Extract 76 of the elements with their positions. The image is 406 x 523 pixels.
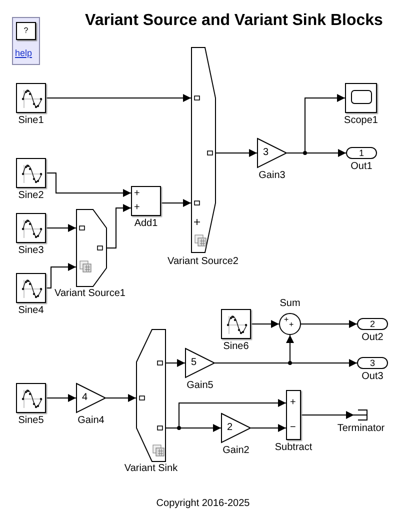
port-number: 2 — [368, 319, 376, 329]
sign-label: + — [284, 315, 289, 324]
block-label: Variant Source2 — [168, 256, 238, 268]
sign-label: + — [134, 188, 140, 200]
gain-triangle — [257, 138, 287, 168]
block-label: Terminator — [337, 423, 385, 435]
signal-arrow — [286, 149, 346, 157]
copyright-caption: Copyright 2016-2025 — [155, 498, 251, 510]
outport-block — [357, 357, 388, 369]
block-label: Sine5 — [18, 415, 44, 427]
signal-arrow — [46, 224, 76, 232]
block-label: Out3 — [362, 371, 384, 383]
block-label: Out2 — [362, 332, 384, 344]
block-label: Gain4 — [78, 415, 104, 427]
add-block — [131, 186, 161, 216]
block-label: Variant Source1 — [54, 288, 126, 300]
block-label: Sine3 — [18, 245, 44, 257]
signal-arrow — [46, 263, 76, 288]
variant-source-block — [76, 209, 107, 287]
block-label: Add1 — [134, 218, 158, 230]
terminator-symbol — [354, 409, 368, 421]
sine-wave-block — [16, 158, 46, 188]
sign-label: + — [290, 397, 296, 409]
signal-arrow — [160, 199, 192, 207]
block-label: Gain3 — [258, 170, 286, 182]
gain-value: 5 — [191, 356, 197, 369]
block-label: Gain2 — [222, 445, 250, 457]
port-number: 1 — [358, 148, 365, 158]
scope-block — [345, 83, 377, 113]
block-label: Scope1 — [344, 115, 378, 127]
block-label: Sine1 — [18, 115, 44, 127]
gain-triangle — [185, 348, 215, 378]
sine-wave-block — [16, 273, 46, 303]
subtract-block — [286, 390, 301, 440]
signal-arrow — [166, 359, 186, 367]
gain-value: 2 — [227, 421, 233, 434]
gain-triangle — [76, 383, 106, 413]
signal-arrow — [300, 320, 358, 328]
sign-label: + — [289, 320, 294, 329]
port-number: 3 — [368, 358, 376, 368]
signal-arrow — [250, 424, 286, 432]
signal-arrow — [250, 320, 280, 328]
question-mark-box: ? — [16, 22, 36, 40]
sine-wave-block — [16, 83, 46, 113]
signal-arrow — [106, 204, 132, 248]
signal-arrow — [216, 149, 258, 157]
block-label: Sine6 — [223, 341, 249, 353]
help-link: help — [15, 48, 32, 59]
block-label: Out1 — [350, 161, 372, 173]
variant-sink-block — [136, 329, 166, 462]
block-label: Subtract — [274, 442, 312, 454]
block-label: Variant Sink — [124, 463, 178, 475]
block-label: Sine2 — [18, 190, 44, 202]
signal-arrow — [46, 94, 192, 102]
outport-block — [357, 318, 388, 330]
sign-label: + — [134, 202, 140, 214]
sine-wave-block — [16, 213, 46, 243]
block-label: Gain5 — [186, 380, 214, 392]
sine-wave-block — [221, 309, 251, 339]
sign-label: − — [290, 422, 296, 434]
diagram-title: Variant Source and Variant Sink Blocks — [84, 11, 384, 31]
block-label: Sine4 — [18, 305, 44, 317]
signal-arrow — [106, 394, 136, 402]
signal-arrow — [46, 172, 132, 197]
gain-value: 3 — [263, 146, 269, 159]
sine-wave-block — [16, 383, 46, 413]
help-block — [12, 17, 40, 65]
signal-arrow — [300, 411, 354, 419]
variant-source-block — [191, 47, 216, 253]
gain-triangle — [221, 413, 251, 443]
signal-arrow — [166, 424, 222, 432]
outport-block — [346, 147, 377, 159]
signal-arrow — [46, 394, 76, 402]
signal-arrow — [214, 359, 358, 367]
block-label: Sum — [280, 298, 300, 310]
gain-value: 4 — [82, 391, 88, 404]
